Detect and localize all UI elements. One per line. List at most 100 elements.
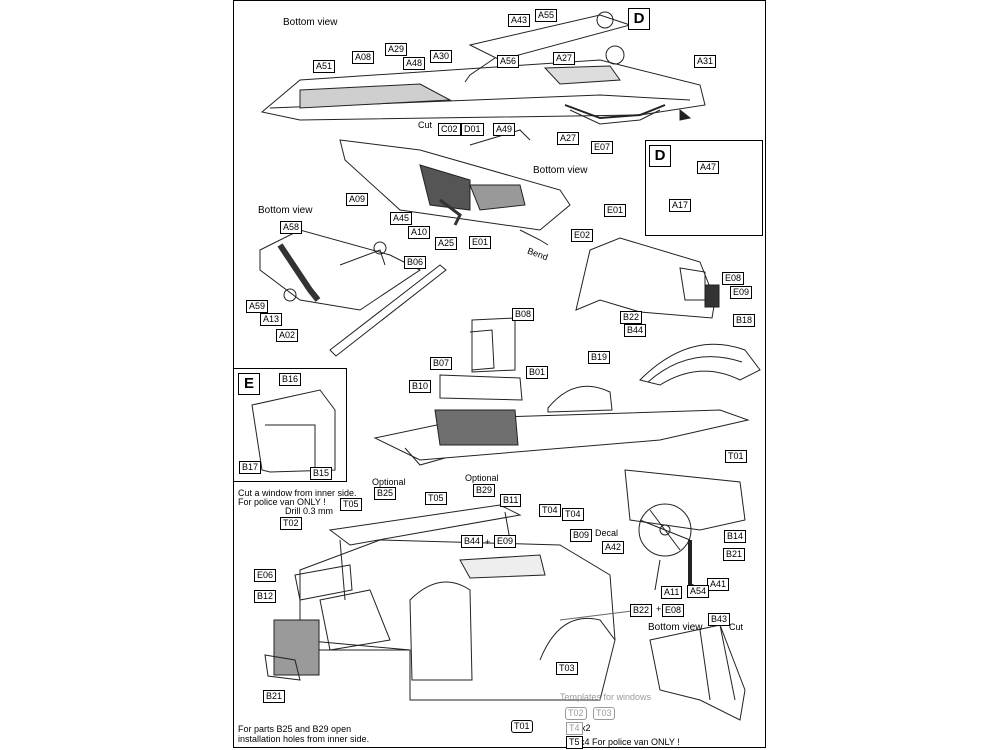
van-body — [299, 539, 616, 701]
bottom-view-label-3: Bottom view — [258, 205, 313, 216]
middle-chassis — [339, 139, 571, 231]
x2-note: x2 — [581, 723, 591, 733]
template-label: T03 — [593, 707, 615, 720]
optional-note-1: Optional — [372, 477, 406, 487]
toolbox — [251, 389, 336, 473]
dashboard — [624, 469, 746, 531]
steering-wheel — [638, 503, 692, 557]
open-holes-note-2: installation holes from inner side. — [238, 734, 370, 744]
seat-back — [471, 317, 516, 373]
part-label: B21 — [263, 690, 286, 703]
bottom-view-label-2: Bottom view — [533, 165, 588, 176]
part-label: B21 — [723, 548, 746, 561]
part-label: T05 — [340, 498, 362, 511]
part-label: C02 — [438, 123, 461, 136]
part-label: A56 — [497, 55, 520, 68]
part-label: B43 — [708, 613, 731, 626]
plus-sign-1: + — [485, 537, 491, 547]
bottom-view-label-1: Bottom view — [283, 17, 338, 28]
van-roof — [328, 504, 522, 546]
rear-wheel-well — [539, 617, 616, 661]
part-label: B22 — [620, 311, 643, 324]
drill-note: Drill 0.3 mm — [285, 506, 334, 516]
front-crossbar — [329, 264, 447, 357]
part-label: E01 — [469, 236, 492, 249]
part-label: B16 — [279, 373, 302, 386]
part-label: A11 — [661, 586, 683, 599]
part-label: B44 — [461, 535, 484, 548]
part-label: E07 — [591, 141, 614, 154]
inset-d-box — [645, 140, 763, 236]
inset-d-label-2: D — [649, 145, 671, 167]
part-label: A41 — [707, 578, 730, 591]
inset-e-label: E — [238, 373, 260, 395]
part-label: B25 — [374, 487, 397, 500]
part-label: B06 — [404, 256, 427, 269]
part-label: A42 — [602, 541, 625, 554]
part-label: B01 — [526, 366, 549, 379]
part-label: A13 — [260, 313, 283, 326]
template-label: T01 — [511, 720, 533, 733]
part-label: A31 — [694, 55, 717, 68]
part-label: B11 — [500, 494, 522, 507]
part-label: A09 — [346, 193, 369, 206]
open-holes-note-1: For parts B25 and B29 open — [238, 724, 352, 734]
template-label: T5 — [566, 736, 583, 749]
part-label: E01 — [604, 204, 627, 217]
optional-note-2: Optional — [465, 473, 499, 483]
part-label: A25 — [435, 237, 458, 250]
part-label: E06 — [254, 569, 277, 582]
part-label: E08 — [662, 604, 685, 617]
part-label: B18 — [733, 314, 756, 327]
part-label: B44 — [624, 324, 647, 337]
rear-fender — [639, 343, 761, 386]
part-label: B14 — [724, 530, 747, 543]
seat-cushion — [439, 374, 523, 401]
part-label: A30 — [430, 50, 453, 63]
part-label: B19 — [588, 351, 611, 364]
plus-sign-2: + — [656, 604, 662, 614]
template-label: T4 — [566, 722, 583, 735]
part-label: A48 — [403, 57, 426, 70]
part-label: A43 — [508, 14, 531, 27]
part-label: A58 — [280, 221, 303, 234]
part-label: B08 — [512, 308, 535, 321]
part-label: B09 — [570, 529, 593, 542]
part-label: A27 — [557, 132, 580, 145]
cut-window-note-1: Cut a window from inner side. — [238, 488, 357, 498]
part-label: A55 — [535, 9, 558, 22]
inset-d-label: D — [628, 8, 650, 30]
part-label: B17 — [239, 461, 262, 474]
part-label: T01 — [725, 450, 747, 463]
part-label: E02 — [571, 229, 594, 242]
part-label: T02 — [280, 517, 302, 530]
templates-note: Templates for windows — [560, 692, 652, 702]
part-label: A54 — [687, 585, 710, 598]
cut-note-1: Cut — [418, 120, 433, 130]
bottom-view-label-4: Bottom view — [648, 622, 703, 633]
part-label: A10 — [408, 226, 431, 239]
template-label: T02 — [565, 707, 587, 720]
part-label: T05 — [425, 492, 447, 505]
part-label: E09 — [730, 286, 753, 299]
part-label: A08 — [352, 51, 375, 64]
inset-e-box — [233, 368, 347, 482]
decal-note: Decal — [595, 528, 619, 538]
part-label: A27 — [553, 52, 576, 65]
part-label: T03 — [556, 662, 578, 675]
part-label: B07 — [430, 357, 453, 370]
leaf-spring — [564, 104, 666, 120]
wheel-arch — [547, 385, 613, 413]
floor-panel — [373, 409, 750, 461]
cut-note-2: Cut — [729, 622, 744, 632]
part-label: A02 — [276, 329, 299, 342]
rear-bumper-assembly — [649, 624, 746, 721]
part-label: B22 — [630, 604, 653, 617]
part-label: E08 — [722, 272, 745, 285]
part-label: T04 — [562, 508, 584, 521]
cut-window-note-2: For police van ONLY ! — [238, 497, 326, 507]
part-label: A59 — [246, 300, 269, 313]
part-label: A51 — [313, 60, 336, 73]
part-label: B29 — [473, 484, 496, 497]
